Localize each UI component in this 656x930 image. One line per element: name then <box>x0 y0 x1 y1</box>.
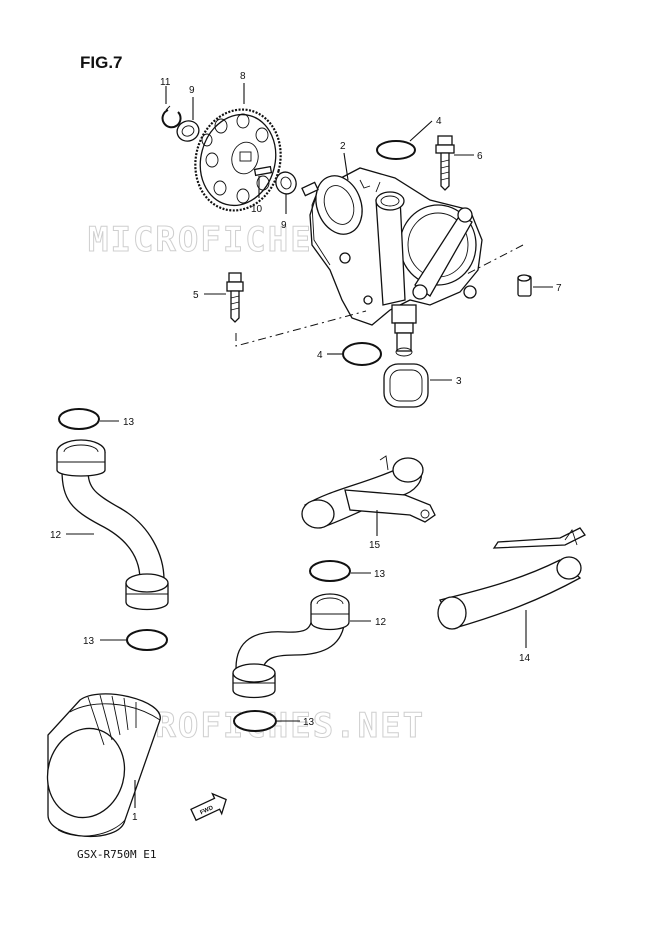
callout-3: 3 <box>456 376 462 387</box>
part-9-washer-lower[interactable] <box>273 169 299 197</box>
callout-7: 7 <box>556 283 562 294</box>
part-14-pipe-bracket[interactable] <box>437 527 586 630</box>
leader-2 <box>343 152 349 181</box>
callout-1: 1 <box>132 812 138 823</box>
callout-13-a: 13 <box>123 417 135 428</box>
part-9-washer-upper[interactable] <box>174 118 202 144</box>
dash-line-7 <box>464 244 524 276</box>
callout-11: 11 <box>160 77 171 88</box>
callout-8: 8 <box>240 71 246 82</box>
part-10-pin[interactable] <box>253 165 273 177</box>
callout-12-a: 12 <box>50 530 62 541</box>
part-7-dowel[interactable] <box>517 274 532 297</box>
callout-6: 6 <box>477 151 483 162</box>
callout-12-b: 12 <box>375 617 387 628</box>
callout-15: 15 <box>369 540 381 551</box>
part-4-o-ring-upper[interactable] <box>376 140 416 160</box>
part-3-gasket[interactable] <box>383 363 429 408</box>
part-13-o-ring-a[interactable] <box>58 408 100 430</box>
part-8-driven-gear[interactable] <box>184 100 292 220</box>
callout-13-d: 13 <box>303 717 315 728</box>
model-code: GSX-R750M E1 <box>77 848 156 861</box>
part-12-oil-pipe-b[interactable] <box>232 593 350 699</box>
callout-4-lower: 4 <box>317 350 323 361</box>
part-5-bolt[interactable] <box>226 272 244 323</box>
callout-2: 2 <box>340 141 346 152</box>
part-11-circlip[interactable] <box>161 105 182 129</box>
part-15-pipe-bracket[interactable] <box>301 455 436 529</box>
part-2-oil-pump-assy[interactable] <box>301 167 483 357</box>
callout-14: 14 <box>519 653 531 664</box>
part-1-oil-filter[interactable] <box>38 693 161 837</box>
callout-13-b: 13 <box>83 636 95 647</box>
callout-13-c: 13 <box>374 569 386 580</box>
part-13-o-ring-d[interactable] <box>233 710 277 732</box>
callout-5: 5 <box>193 290 199 301</box>
fwd-label: FWD <box>199 805 215 816</box>
part-12-oil-pipe-a[interactable] <box>56 439 169 611</box>
callout-10: 10 <box>251 204 263 215</box>
callout-9-lower: 9 <box>281 220 287 231</box>
fwd-arrow-icon: FWD <box>190 792 227 822</box>
callout-9-upper: 9 <box>189 85 195 96</box>
leader-4-upper <box>409 120 433 142</box>
part-4-o-ring-lower[interactable] <box>342 342 382 366</box>
part-13-o-ring-b[interactable] <box>126 629 168 651</box>
figure-title: FIG.7 <box>80 53 123 72</box>
callout-4-upper: 4 <box>436 116 442 127</box>
part-13-o-ring-c[interactable] <box>309 560 351 582</box>
part-6-bolt[interactable] <box>435 135 455 191</box>
dash-line-5 <box>235 310 367 347</box>
